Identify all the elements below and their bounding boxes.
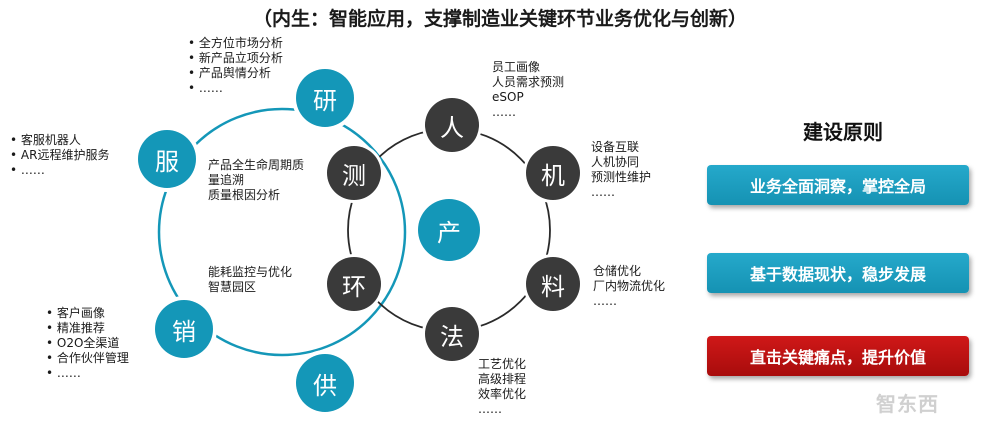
principles-title: 建设原则 — [803, 120, 883, 144]
list-item: 新产品立项分析 — [188, 51, 283, 66]
list-item: 客户画像 — [46, 306, 129, 321]
watermark-logo: 智东西 — [876, 392, 939, 416]
list-item: 精准推荐 — [46, 321, 129, 336]
notes-ce: 产品全生命周期质 量追溯 质量根因分析 — [208, 158, 305, 202]
page-title: （内生：智能应用，支撑制造业关键环节业务优化与创新） — [252, 8, 747, 30]
list-fu: 客服机器人 AR远程维护服务 …… — [10, 133, 110, 178]
principle-item-highlight: 直击关键痛点，提升价值 — [707, 336, 969, 376]
list-xiao: 客户画像 精准推荐 O2O全渠道 合作伙伴管理 …… — [46, 306, 129, 381]
notes-liao: 仓储优化 厂内物流优化 …… — [593, 264, 666, 308]
list-item: 全方位市场分析 — [188, 36, 283, 51]
principle-item: 基于数据现状，稳步发展 — [707, 253, 969, 293]
node-huan: 环 — [327, 257, 381, 311]
list-item: …… — [46, 366, 129, 381]
node-ce: 测 — [327, 146, 381, 200]
principle-item: 业务全面洞察，掌控全局 — [707, 165, 969, 205]
list-item: 合作伙伴管理 — [46, 351, 129, 366]
list-item: …… — [188, 81, 283, 96]
node-ji: 机 — [526, 146, 580, 200]
notes-huan: 能耗监控与优化 智慧园区 — [208, 265, 293, 294]
node-chan: 产 — [418, 199, 480, 261]
outer-ring — [157, 107, 407, 357]
notes-fa: 工艺优化 高级排程 效率优化 …… — [478, 357, 527, 416]
list-item: AR远程维护服务 — [10, 148, 110, 163]
node-fu: 服 — [138, 130, 196, 188]
list-item: 产品舆情分析 — [188, 66, 283, 81]
notes-ren: 员工画像 人员需求预测 eSOP …… — [492, 60, 565, 119]
node-fa: 法 — [425, 307, 479, 361]
list-item: …… — [10, 163, 109, 178]
node-ren: 人 — [425, 98, 479, 152]
list-item: 客服机器人 — [10, 133, 109, 148]
list-yan: 全方位市场分析 新产品立项分析 产品舆情分析 …… — [188, 36, 283, 96]
list-item: O2O全渠道 — [46, 336, 129, 351]
node-liao: 料 — [526, 257, 580, 311]
node-yan: 研 — [296, 69, 354, 127]
notes-ji: 设备互联 人机协同 预测性维护 …… — [591, 140, 652, 199]
node-gong: 供 — [296, 354, 354, 412]
node-xiao: 销 — [155, 300, 213, 358]
